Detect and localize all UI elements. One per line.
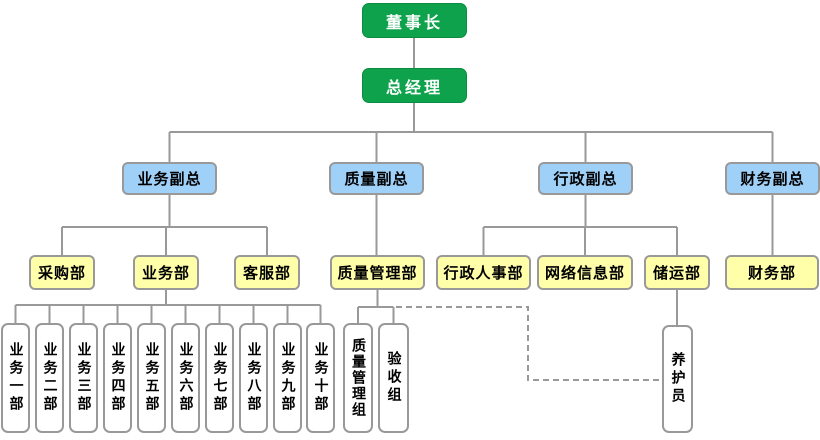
- node-dept-admin-hr: 行政人事部: [436, 255, 531, 290]
- node-business-unit-10: 业务十部: [306, 323, 335, 433]
- node-business-unit-5: 业务五部: [137, 323, 166, 433]
- node-dept-storage-transport: 储运部: [644, 255, 710, 290]
- node-dept-quality-management: 质量管理部: [330, 255, 425, 290]
- node-dept-purchasing: 采购部: [29, 255, 95, 290]
- node-dept-customer-service: 客服部: [234, 255, 300, 290]
- node-general-manager: 总经理: [362, 68, 467, 103]
- node-vp-business: 业务副总: [122, 162, 217, 195]
- node-dept-finance: 财务部: [725, 255, 819, 290]
- node-vp-quality: 质量副总: [329, 162, 424, 195]
- node-business-unit-1: 业务一部: [1, 323, 30, 433]
- node-business-unit-3: 业务三部: [69, 323, 98, 433]
- node-quality-management-team: 质量管理组: [343, 323, 373, 433]
- node-business-unit-2: 业务二部: [35, 323, 64, 433]
- node-business-unit-8: 业务八部: [239, 323, 268, 433]
- dashed-connector: [396, 306, 662, 381]
- node-chairman: 董事长: [362, 3, 467, 38]
- node-business-unit-7: 业务七部: [205, 323, 234, 433]
- node-business-unit-6: 业务六部: [171, 323, 200, 433]
- node-vp-finance: 财务副总: [725, 162, 820, 195]
- node-vp-admin: 行政副总: [538, 162, 633, 195]
- node-dept-business: 业务部: [133, 255, 199, 290]
- node-business-unit-4: 业务四部: [103, 323, 132, 433]
- node-business-unit-9: 业务九部: [273, 323, 302, 433]
- node-maintenance-worker: 养护员: [662, 325, 693, 433]
- node-dept-network-info: 网络信息部: [537, 255, 633, 290]
- node-acceptance-team: 验收组: [378, 323, 409, 433]
- solid-connectors: [14, 38, 774, 325]
